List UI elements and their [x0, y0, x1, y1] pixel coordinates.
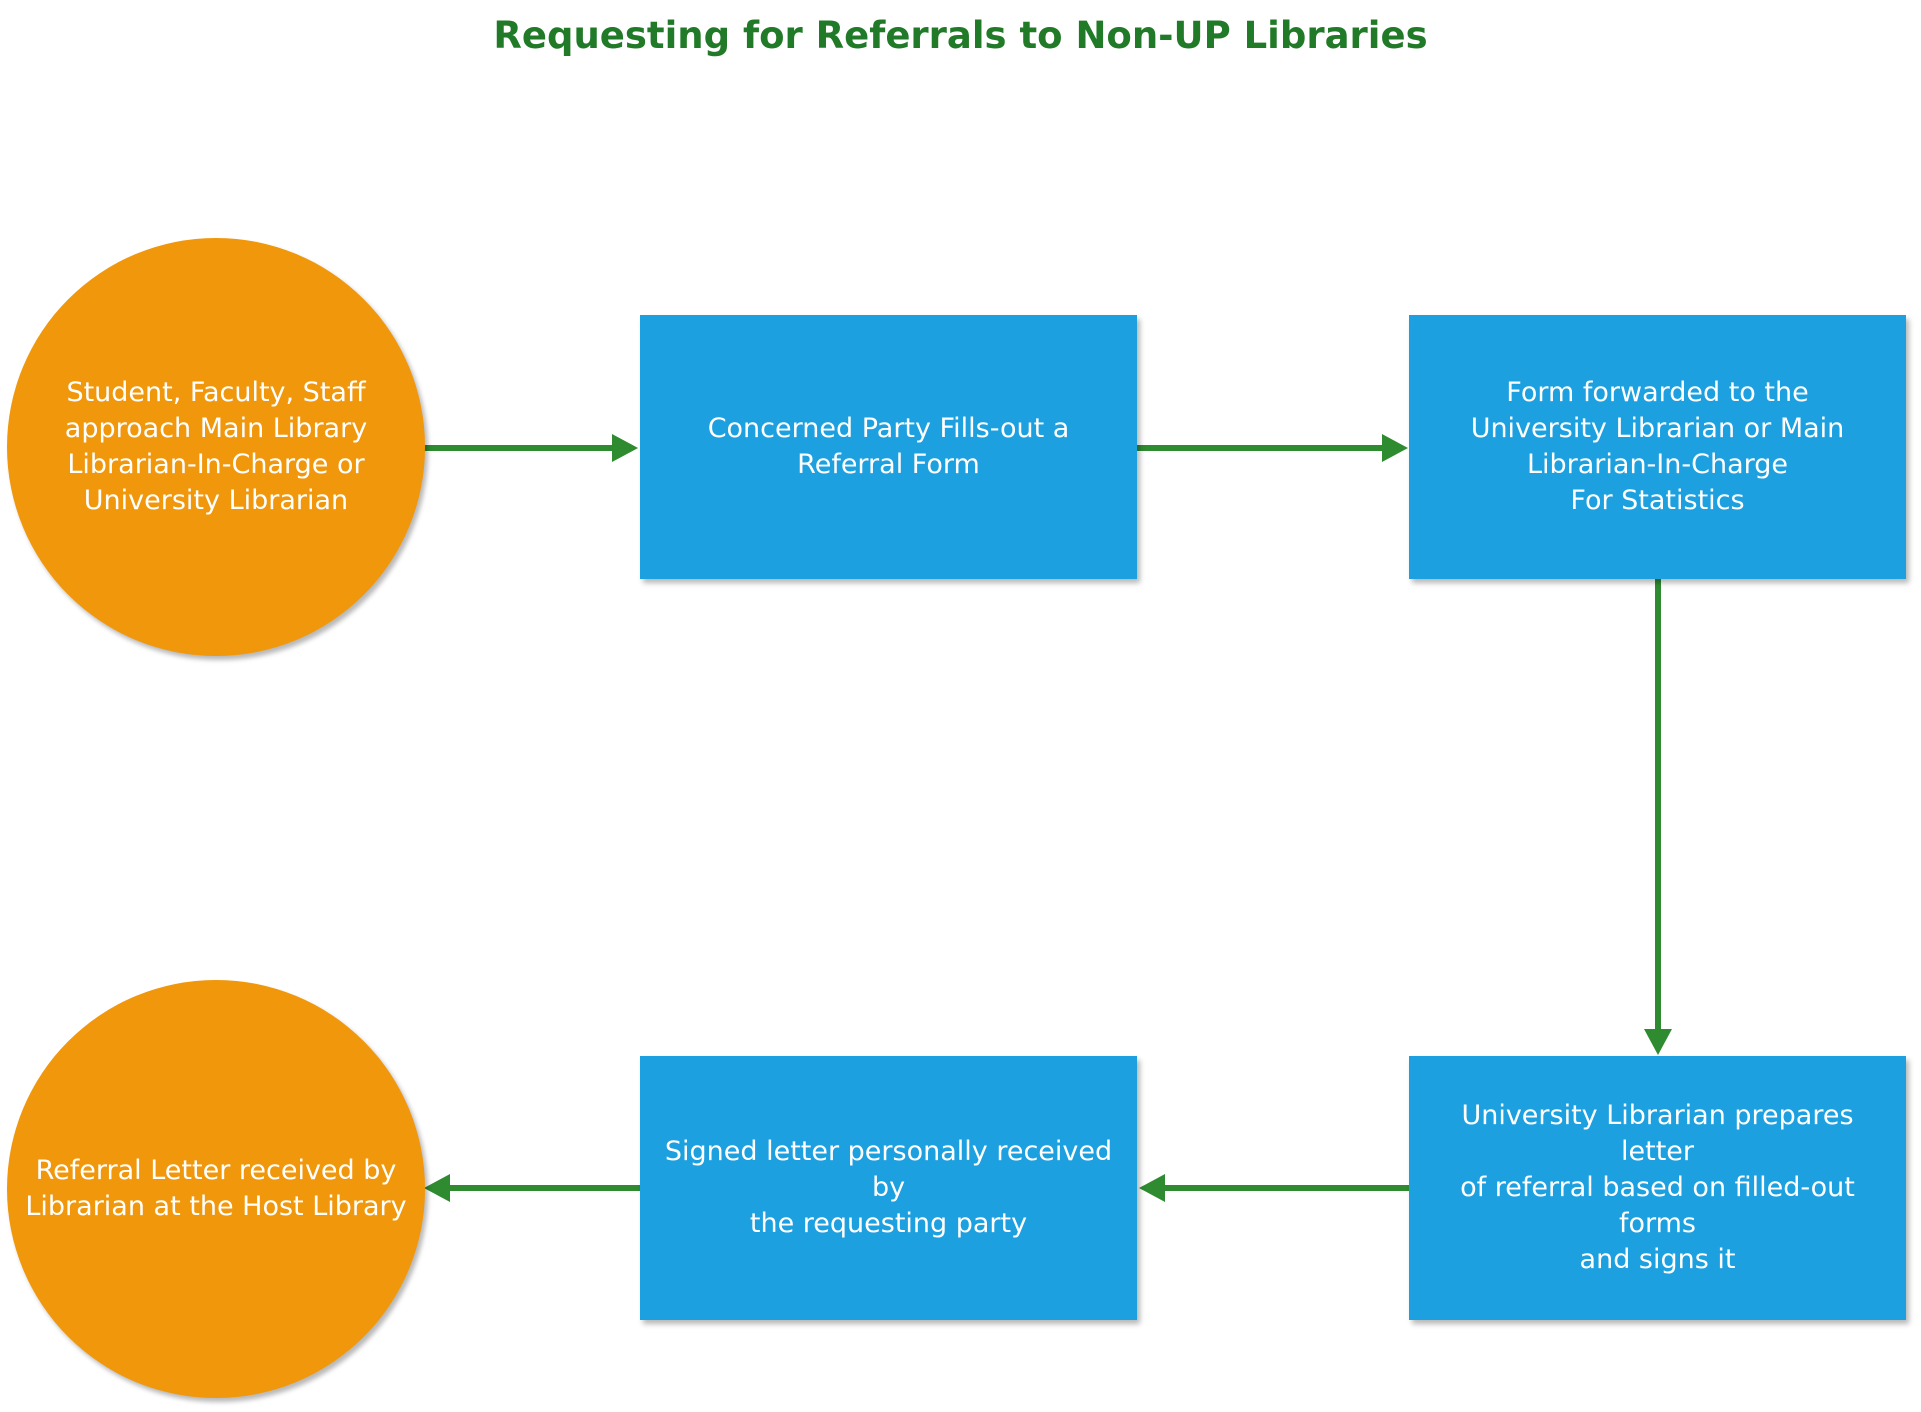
edge-start-to-fill-form	[422, 434, 638, 462]
edge-forward-to-prepare	[1644, 578, 1672, 1055]
process-forward-form-label: Form forwarded to the University Librari…	[1470, 377, 1845, 516]
process-signed-letter: Signed letter personally received by the…	[640, 1056, 1137, 1320]
process-fill-form-label: Concerned Party Fills-out a Referral For…	[707, 413, 1070, 480]
edge-signed-to-end	[424, 1174, 640, 1202]
process-forward-form: Form forwarded to the University Librari…	[1409, 315, 1906, 579]
process-signed-letter-label: Signed letter personally received by the…	[664, 1136, 1113, 1239]
edge-prepare-to-signed	[1139, 1174, 1409, 1202]
start-terminal: Student, Faculty, Staff approach Main Li…	[7, 238, 425, 656]
process-fill-form: Concerned Party Fills-out a Referral For…	[640, 315, 1137, 579]
diagram-title: Requesting for Referrals to Non-UP Libra…	[493, 14, 1428, 57]
process-prepare-letter-label: University Librarian prepares letter of …	[1460, 1100, 1855, 1275]
process-prepare-letter: University Librarian prepares letter of …	[1409, 1056, 1906, 1320]
end-terminal-label: Referral Letter received by Librarian at…	[25, 1155, 407, 1222]
end-terminal: Referral Letter received by Librarian at…	[7, 980, 425, 1398]
start-terminal-label: Student, Faculty, Staff approach Main Li…	[64, 377, 368, 516]
edge-fill-form-to-forward	[1137, 434, 1408, 462]
